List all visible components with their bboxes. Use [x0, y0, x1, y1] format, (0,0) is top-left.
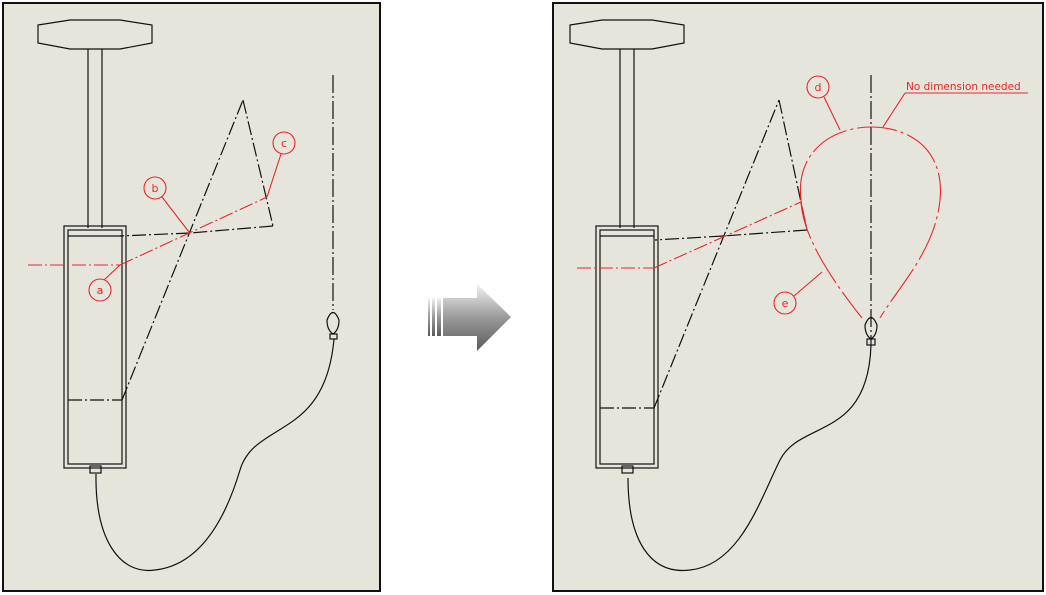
label-d: d	[806, 75, 841, 131]
svg-text:d: d	[815, 81, 822, 94]
right-panel: d e No dimension needed	[552, 2, 1044, 592]
note-no-dimension: No dimension needed	[882, 81, 1028, 128]
svg-text:No dimension needed: No dimension needed	[906, 81, 1021, 93]
nozzle-icon	[326, 311, 340, 335]
label-e: e	[773, 271, 823, 315]
cable-path	[95, 338, 335, 572]
nozzle-icon	[864, 316, 878, 340]
label-c: c	[266, 131, 296, 198]
left-panel: a b c	[2, 2, 381, 592]
balloon-curve	[799, 126, 941, 319]
label-b: b	[143, 176, 190, 233]
svg-text:b: b	[152, 182, 159, 195]
svg-text:a: a	[97, 284, 104, 297]
svg-text:c: c	[281, 137, 287, 150]
label-a: a	[88, 264, 121, 302]
arrow-right-icon	[428, 284, 511, 351]
svg-text:e: e	[782, 297, 789, 310]
cable-path	[627, 344, 872, 572]
